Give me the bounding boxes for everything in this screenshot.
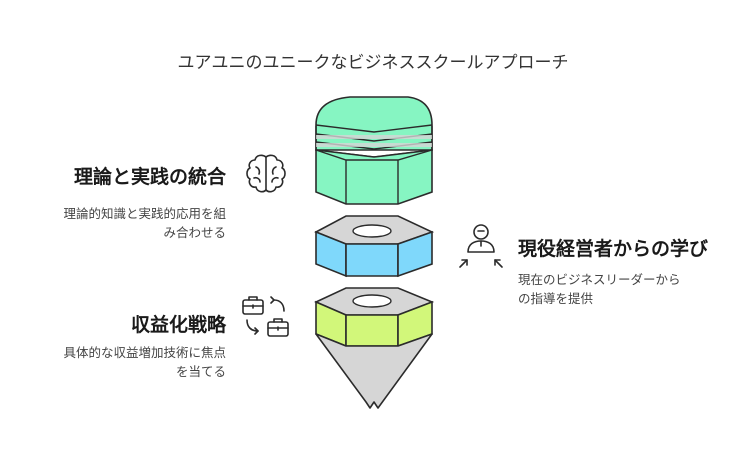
blue-nut-segment (314, 215, 435, 278)
theory-desc-line1: 理論的知識と実践的応用を組 (63, 206, 226, 221)
strategy-desc-line1: 具体的な収益増加技術に焦点 (63, 345, 226, 360)
theory-heading: 理論と実践の統合 (73, 166, 226, 188)
green-cap-segment (315, 96, 433, 205)
diagram-title: ユアユニのユニークなビジネススクールアプローチ (177, 53, 569, 73)
theory-desc-line2: み合わせる (163, 225, 226, 240)
strategy-desc-line2: を当てる (175, 364, 226, 379)
executives-desc-line2: の指導を提供 (518, 291, 594, 306)
brain-icon (246, 154, 286, 193)
executives-description: 現在のビジネスリーダーから の指導を提供 (518, 270, 728, 308)
executives-heading: 現役経営者からの学び (518, 238, 709, 260)
theory-description: 理論的知識と実践的応用を組 み合わせる (20, 204, 226, 242)
gray-tip-segment (315, 333, 433, 409)
strategy-description: 具体的な収益増加技術に焦点 を当てる (20, 343, 226, 381)
strategy-heading: 収益化戦略 (130, 314, 226, 336)
executives-desc-line1: 現在のビジネスリーダーから (518, 272, 681, 287)
mentor-person-icon (459, 224, 503, 268)
briefcase-exchange-icon (242, 296, 289, 337)
lime-nut-segment (314, 287, 435, 348)
